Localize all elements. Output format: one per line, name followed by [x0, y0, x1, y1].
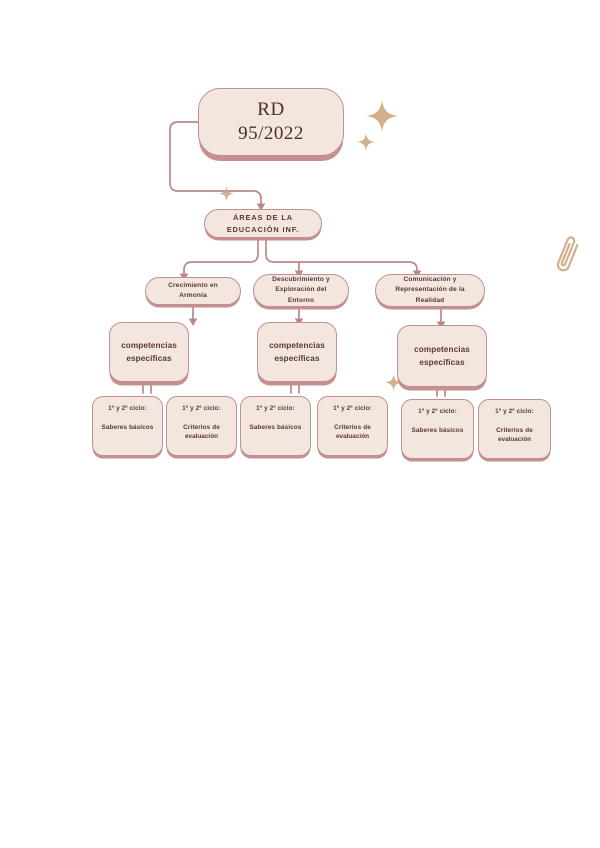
leaf-1-head: 1º y 2º ciclo:: [108, 405, 147, 412]
node-competencias-3[interactable]: competencias específicas: [397, 325, 487, 387]
leaf-6-head: 1º y 2º ciclo:: [495, 408, 534, 415]
area-1-line-2: Armonía: [179, 292, 207, 299]
leaf-4-body-1: Criterios de: [334, 423, 371, 431]
node-leaf-criterios-3[interactable]: 1º y 2º ciclo: Criterios de evaluación: [478, 399, 551, 459]
sparkle-above-areas: [218, 185, 235, 202]
competencias-3-line-1: competencias: [414, 344, 470, 354]
node-leaf-saberes-3[interactable]: 1º y 2º ciclo: Saberes básicos: [401, 399, 474, 459]
node-leaf-criterios-1[interactable]: 1º y 2º ciclo: Criterios de evaluación: [166, 396, 237, 456]
area-2-line-1: Descubrimiento y: [272, 275, 330, 283]
node-area-descubrimiento[interactable]: Descubrimiento y Exploración del Entorno: [253, 274, 349, 307]
leaf-6-body-1: Criterios de: [496, 426, 533, 434]
leaf-2-head: 1º y 2º ciclo:: [182, 405, 221, 412]
node-areas-educacion[interactable]: ÁREAS DE LA EDUCACIÓN INF.: [204, 209, 322, 238]
node-competencias-2[interactable]: competencias específicas: [257, 322, 337, 382]
area-3-line-3: Realidad: [415, 296, 445, 304]
leaf-5-head: 1º y 2º ciclo:: [418, 408, 457, 415]
area-1-line-1: Crecimiento en: [168, 281, 218, 289]
sparkle-small-top-right: [357, 133, 375, 151]
leaf-2-body-2: evaluación: [184, 433, 219, 441]
area-2-line-3: Entorno: [287, 296, 315, 304]
root-line-1: RD: [257, 98, 285, 120]
leaf-2-body-1: Criterios de: [183, 423, 220, 431]
competencias-3-line-2: específicas: [419, 358, 465, 367]
root-line-2: 95/2022: [238, 123, 304, 144]
areas-line-1: ÁREAS DE LA: [233, 213, 293, 223]
node-root-rd[interactable]: RD 95/2022: [198, 88, 344, 156]
leaf-5-body-1: Saberes básicos: [411, 426, 464, 434]
competencias-1-line-2: específicas: [126, 354, 172, 363]
area-3-line-2: Representación de la: [395, 286, 465, 294]
leaf-4-head: 1º y 2º ciclo:: [333, 405, 372, 412]
leaf-3-body-1: Saberes básicos: [249, 423, 302, 431]
node-leaf-saberes-1[interactable]: 1º y 2º ciclo: Saberes básicos: [92, 396, 163, 456]
leaf-4-body-2: evaluación: [335, 433, 370, 441]
area-2-line-2: Exploración del: [275, 286, 327, 294]
competencias-1-line-1: competencias: [121, 340, 177, 350]
paperclip-icon: [556, 236, 579, 272]
node-area-crecimiento[interactable]: Crecimiento en Armonía: [145, 277, 241, 305]
leaf-1-body-1: Saberes básicos: [101, 423, 154, 431]
sparkle-large-top-right: [366, 100, 398, 132]
node-leaf-saberes-2[interactable]: 1º y 2º ciclo: Saberes básicos: [240, 396, 311, 456]
area-3-line-1: Comunicación y: [403, 275, 457, 283]
leaf-6-body-2: evaluación: [497, 436, 532, 444]
competencias-2-line-2: específicas: [274, 354, 320, 363]
node-area-comunicacion[interactable]: Comunicación y Representación de la Real…: [375, 274, 485, 307]
node-competencias-1[interactable]: competencias específicas: [109, 322, 189, 382]
areas-line-2: EDUCACIÓN INF.: [226, 224, 300, 234]
leaf-3-head: 1º y 2º ciclo:: [256, 405, 295, 412]
competencias-2-line-1: competencias: [269, 340, 325, 350]
node-leaf-criterios-2[interactable]: 1º y 2º ciclo: Criterios de evaluación: [317, 396, 388, 456]
